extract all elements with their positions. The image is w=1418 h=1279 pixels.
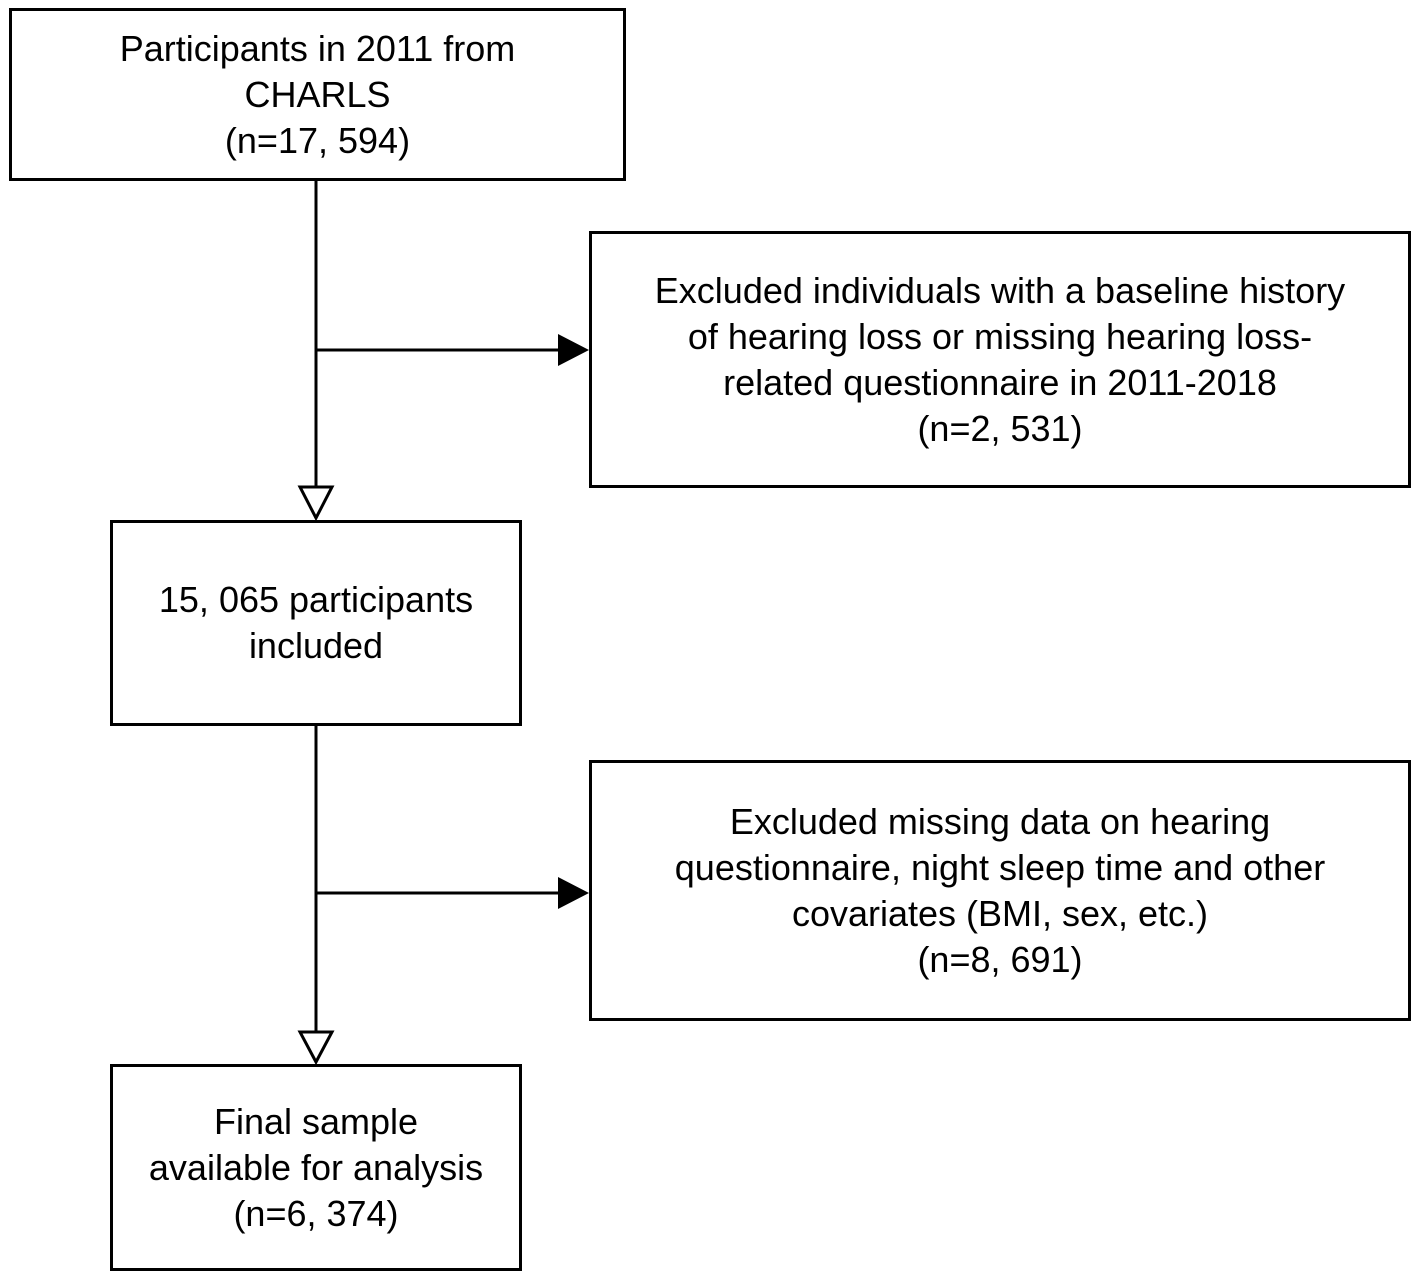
participants-box: Participants in 2011 from CHARLS (n=17, … [9,8,626,181]
included-line: 15, 065 participants [158,579,474,620]
final-sample-box: Final sample available for analysis (n=6… [110,1064,522,1271]
filled-arrowhead-to-exclusion-1 [558,334,589,366]
exclusion-2-line: questionnaire, night sleep time and othe… [674,846,1326,888]
exclusion-1-count: (n=2, 531) [917,407,1083,449]
included-box: 15, 065 participants included [110,520,522,726]
exclusion-2-line: Excluded missing data on hearing [729,800,1271,842]
hollow-arrowhead-to-included [297,485,335,522]
participants-line: Participants in 2011 from [119,27,516,69]
exclusion-2-box: Excluded missing data on hearing questio… [589,760,1411,1021]
final-sample-line: Final sample [213,1100,419,1142]
participants-line: CHARLS [244,73,391,115]
exclusion-2-count: (n=8, 691) [917,938,1083,980]
included-line: included [248,625,384,666]
participants-count: (n=17, 594) [224,119,411,161]
exclusion-1-line: Excluded individuals with a baseline his… [654,269,1346,311]
filled-arrowhead-to-exclusion-2 [558,877,589,909]
exclusion-2-line: covariates (BMI, sex, etc.) [791,892,1209,934]
exclusion-1-box: Excluded individuals with a baseline his… [589,231,1411,488]
final-sample-count: (n=6, 374) [233,1192,399,1234]
exclusion-1-line: related questionnaire in 2011-2018 [723,361,1277,403]
final-sample-line: available for analysis [148,1146,484,1188]
hollow-arrowhead-to-final [297,1030,335,1066]
exclusion-1-line: of hearing loss or missing hearing loss- [687,315,1313,357]
